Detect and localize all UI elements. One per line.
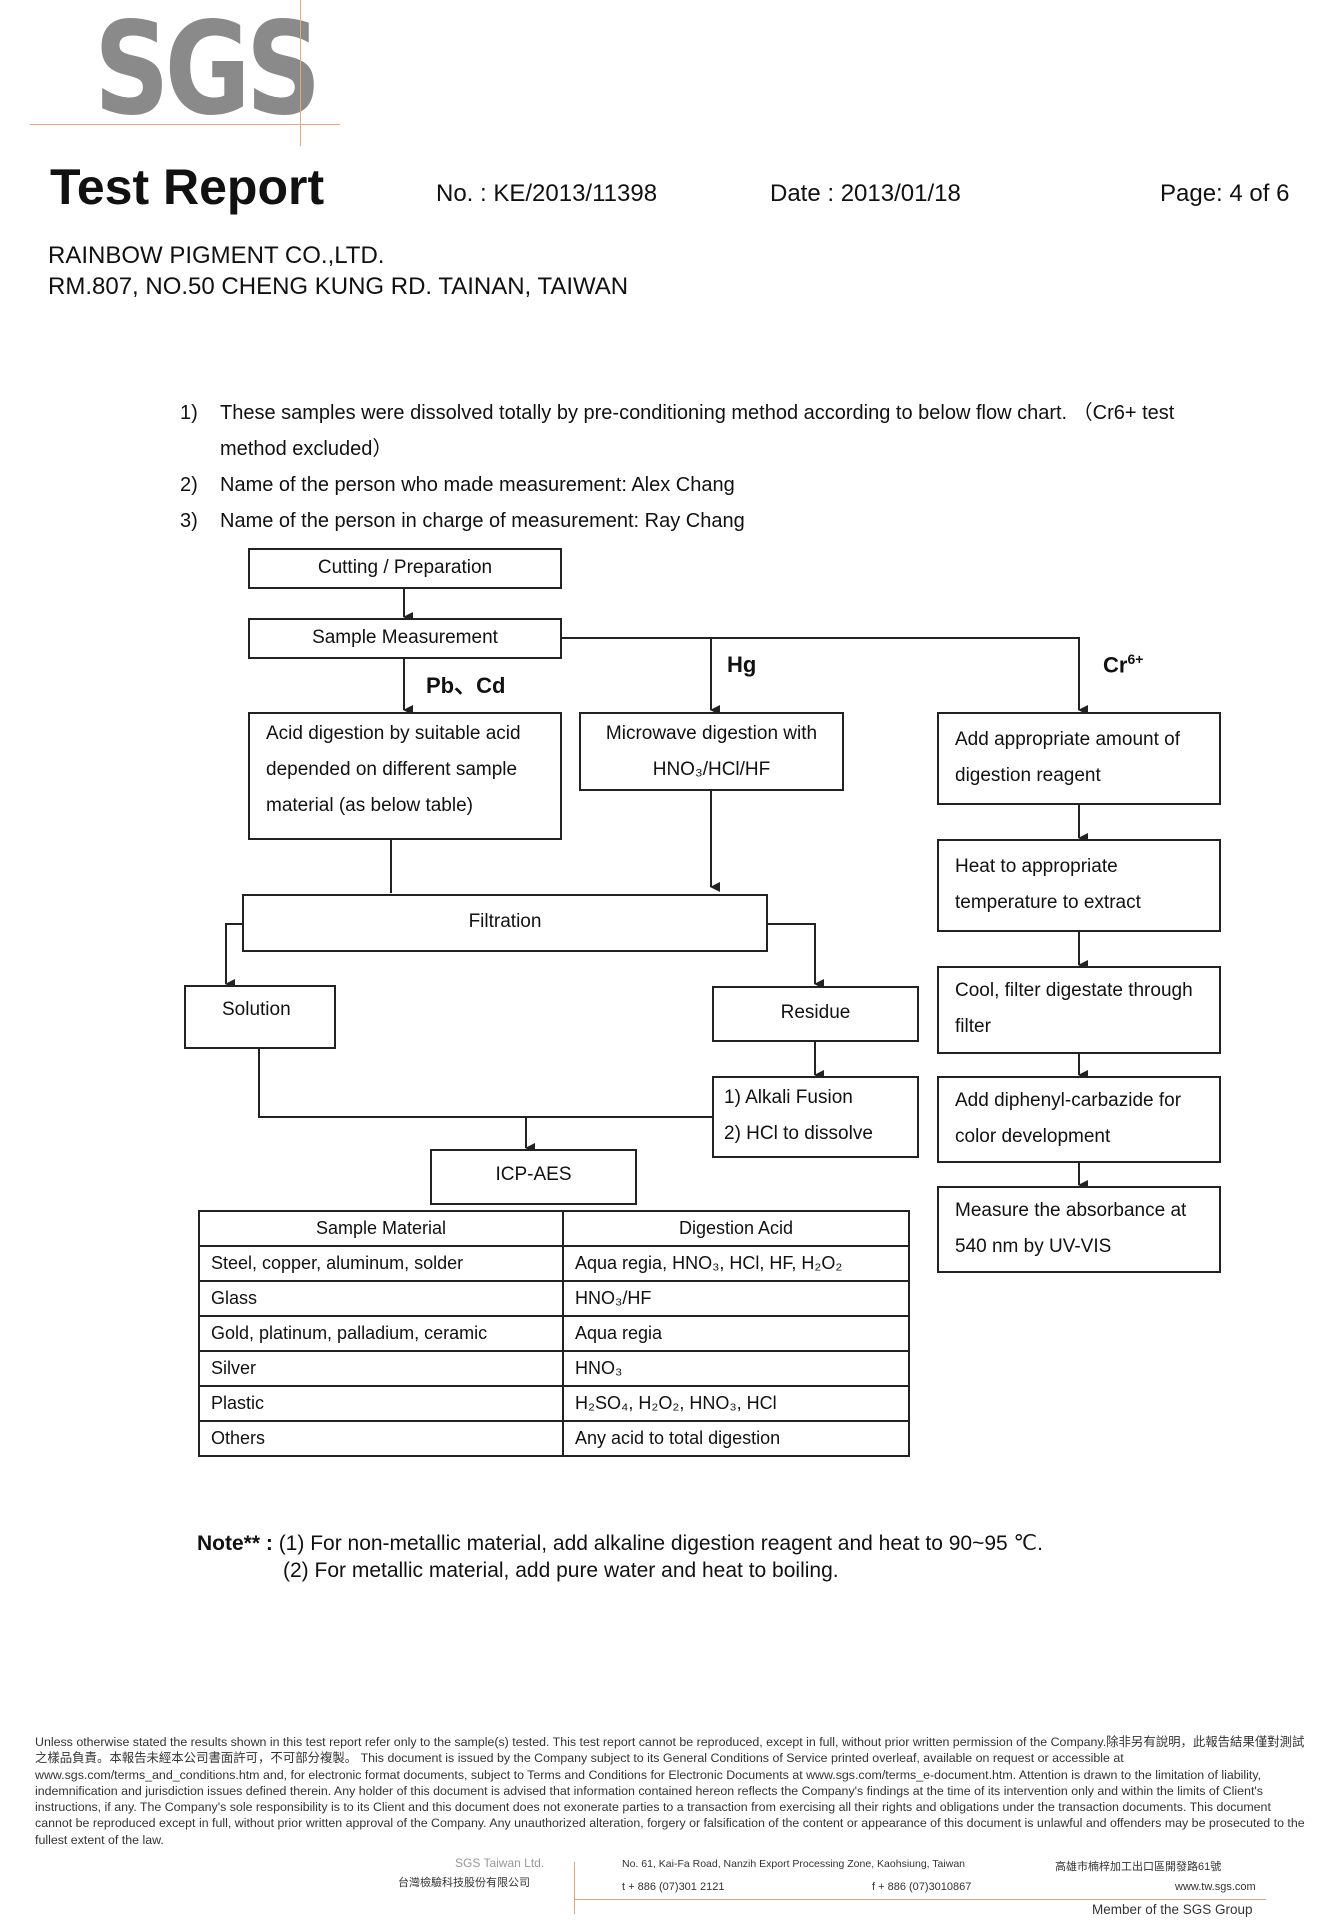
cr-step-diphenyl-carbazide: Add diphenyl-carbazide for color develop… (937, 1076, 1221, 1163)
legal-disclaimer: Unless otherwise stated the results show… (35, 1735, 1305, 1847)
cr-step-cool-filter: Cool, filter digestate through filter (937, 966, 1221, 1054)
note-block: Note** : (1) For non-metallic material, … (197, 1530, 1043, 1584)
intro-item: 2) Name of the person who made measureme… (180, 474, 735, 496)
report-date: Date : 2013/01/18 (770, 180, 961, 207)
page-number: Page: 4 of 6 (1160, 180, 1290, 207)
table-header-row: Sample Material Digestion Acid (198, 1210, 910, 1247)
branch-label-pb-cd: Pb、Cd (426, 673, 506, 698)
step-alkali-fusion: 1) Alkali Fusion 2) HCl to dissolve (712, 1076, 919, 1158)
note-label: Note** : (197, 1532, 273, 1555)
footer-member-line: Member of the SGS Group (1092, 1902, 1253, 1917)
intro-item: 3) Name of the person in charge of measu… (180, 510, 745, 532)
footer-company-cn: 台灣檢驗科技股份有限公司 (398, 1877, 530, 1889)
step-cutting-preparation: Cutting / Preparation (248, 548, 562, 589)
footer-divider-vertical (574, 1862, 575, 1914)
logo-rule-vertical (300, 0, 301, 146)
cr-step-measure-absorbance: Measure the absorbance at 540 nm by UV-V… (937, 1186, 1221, 1273)
step-acid-digestion: Acid digestion by suitable acid depended… (248, 712, 562, 840)
note-line-1: (1) For non-metallic material, add alkal… (278, 1532, 1043, 1555)
step-sample-measurement: Sample Measurement (248, 618, 562, 659)
step-residue: Residue (712, 986, 919, 1042)
column-header-digestion-acid: Digestion Acid (562, 1210, 910, 1247)
footer-address: No. 61, Kai-Fa Road, Nanzih Export Proce… (622, 1858, 965, 1870)
footer-address-cn: 高雄市楠梓加工出口區開發路61號 (1055, 1861, 1222, 1873)
footer-telephone: t + 886 (07)301 2121 (622, 1881, 725, 1893)
client-block: RAINBOW PIGMENT CO.,LTD. RM.807, NO.50 C… (48, 240, 628, 302)
intro-list: 1) These samples were dissolved totally … (180, 395, 1240, 539)
digestion-acid-table: Sample Material Digestion Acid Steel, co… (198, 1210, 910, 1457)
report-title: Test Report (50, 159, 325, 215)
intro-item: 1) These samples were dissolved totally … (180, 402, 1175, 460)
footer-divider-horizontal (574, 1899, 1266, 1900)
report-number: No. : KE/2013/11398 (436, 180, 658, 207)
sgs-logo: SGS (94, 0, 322, 144)
step-icp-aes: ICP-AES (430, 1149, 637, 1205)
note-line-2: (2) For metallic material, add pure wate… (283, 1559, 839, 1582)
branch-label-hg: Hg (727, 652, 757, 677)
footer-fax: f + 886 (07)3010867 (872, 1881, 972, 1893)
footer-company-en: SGS Taiwan Ltd. (455, 1856, 545, 1870)
client-name: RAINBOW PIGMENT CO.,LTD. (48, 242, 385, 269)
step-solution: Solution (184, 985, 336, 1049)
step-microwave-digestion: Microwave digestion with HNO₃/HCl/HF (579, 712, 844, 791)
client-address: RM.807, NO.50 CHENG KUNG RD. TAINAN, TAI… (48, 273, 629, 300)
cr-step-add-reagent: Add appropriate amount of digestion reag… (937, 712, 1221, 805)
step-filtration: Filtration (242, 894, 768, 952)
column-header-sample-material: Sample Material (198, 1210, 564, 1247)
cr-step-heat: Heat to appropriate temperature to extra… (937, 839, 1221, 932)
logo-rule-horizontal (30, 124, 340, 125)
footer-website: www.tw.sgs.com (1175, 1881, 1256, 1893)
branch-label-cr6: Cr6+ (1103, 651, 1144, 678)
